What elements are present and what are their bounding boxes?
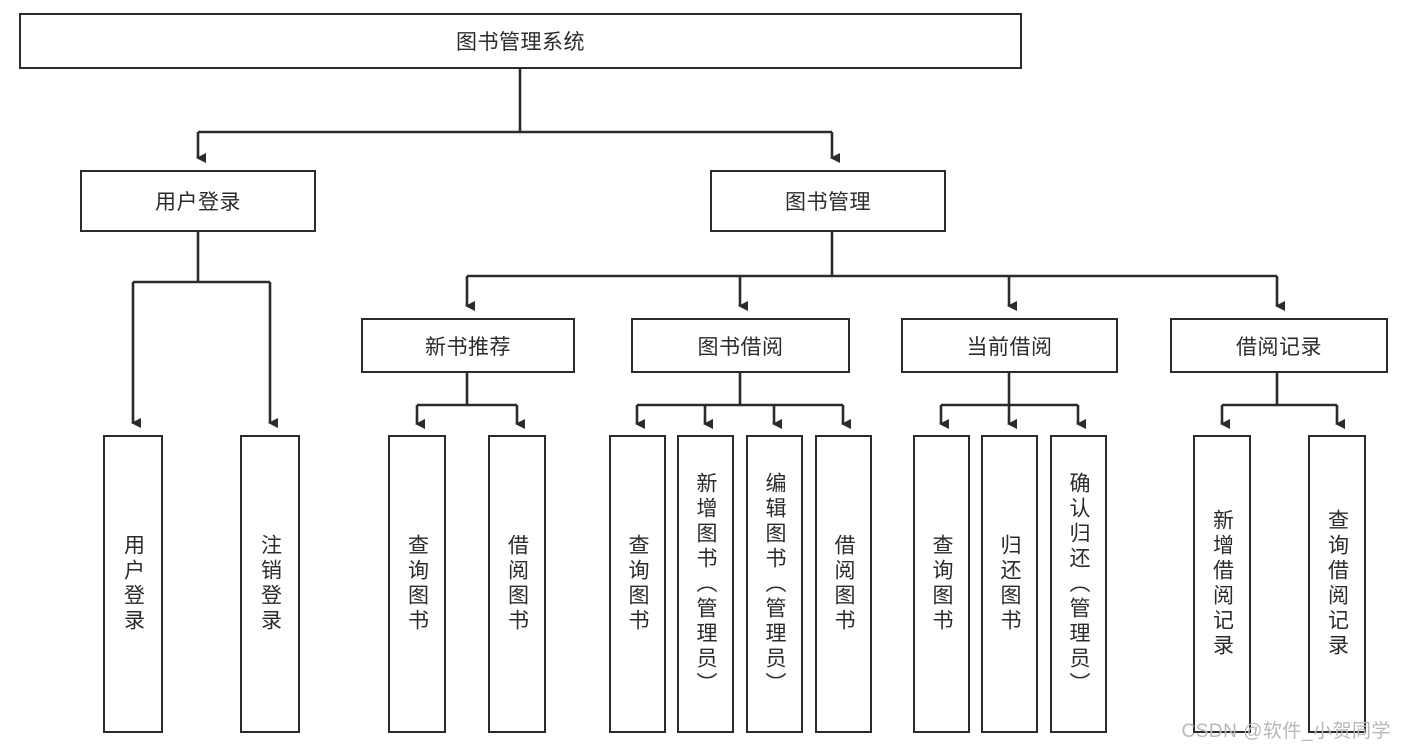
- node-label: 借阅记录: [1236, 335, 1322, 359]
- node-label: 当前借阅: [966, 335, 1053, 359]
- edge-group-borrow-record: [1220, 372, 1345, 429]
- node-borrow-record[interactable]: 借阅记录: [1170, 318, 1388, 373]
- node-label: 新增借阅记录: [1210, 509, 1234, 659]
- node-leaf-query-book-2[interactable]: 查询图书: [609, 435, 666, 733]
- node-label: 图书管理: [785, 191, 871, 214]
- node-root-book-management-system[interactable]: 图书管理系统: [19, 13, 1022, 69]
- node-label: 用户登录: [155, 191, 241, 214]
- node-leaf-logout[interactable]: 注销登录: [240, 435, 300, 733]
- node-label: 查询图书: [405, 534, 429, 634]
- node-label: 新增图书（管理员）: [694, 471, 717, 697]
- edge-group-book-management: [465, 232, 1285, 311]
- node-label: 图书借阅: [697, 335, 784, 359]
- node-leaf-query-book-3[interactable]: 查询图书: [913, 435, 970, 733]
- node-book-borrow[interactable]: 图书借阅: [631, 318, 850, 373]
- node-leaf-borrow-book-2[interactable]: 借阅图书: [815, 435, 872, 733]
- node-leaf-query-record[interactable]: 查询借阅记录: [1308, 435, 1366, 733]
- node-label: 借阅图书: [505, 534, 529, 634]
- node-leaf-return-book[interactable]: 归还图书: [981, 435, 1038, 733]
- node-leaf-add-book[interactable]: 新增图书（管理员）: [677, 435, 734, 733]
- node-label: 确认归还（管理员）: [1067, 471, 1090, 697]
- watermark-text: CSDN @软件_小贺同学: [1181, 721, 1391, 742]
- node-leaf-borrow-book-1[interactable]: 借阅图书: [488, 435, 546, 733]
- node-book-management[interactable]: 图书管理: [710, 170, 946, 232]
- node-new-book-recommend[interactable]: 新书推荐: [361, 318, 575, 373]
- node-label: 查询图书: [626, 534, 649, 634]
- node-leaf-add-record[interactable]: 新增借阅记录: [1193, 435, 1251, 733]
- node-label: 用户登录: [121, 534, 145, 634]
- edge-group-new-book-recommend: [415, 372, 525, 429]
- node-user-login[interactable]: 用户登录: [80, 170, 316, 232]
- node-leaf-query-book-1[interactable]: 查询图书: [388, 435, 446, 733]
- edge-group-user-login: [131, 232, 278, 428]
- node-label: 新书推荐: [425, 335, 511, 359]
- node-label: 注销登录: [258, 534, 282, 634]
- edge-group-book-borrow: [635, 372, 851, 429]
- node-leaf-edit-book[interactable]: 编辑图书（管理员）: [746, 435, 803, 733]
- node-label: 编辑图书（管理员）: [763, 471, 786, 697]
- node-label: 查询图书: [930, 534, 953, 634]
- node-label: 归还图书: [998, 534, 1021, 634]
- node-label: 查询借阅记录: [1325, 509, 1349, 659]
- node-leaf-confirm-return[interactable]: 确认归还（管理员）: [1050, 435, 1107, 733]
- node-leaf-user-login[interactable]: 用户登录: [103, 435, 163, 733]
- node-current-borrow[interactable]: 当前借阅: [901, 318, 1118, 373]
- edge-group-root: [196, 68, 840, 163]
- node-label: 借阅图书: [832, 534, 855, 634]
- node-label: 图书管理系统: [456, 31, 585, 54]
- edge-group-current-borrow: [939, 372, 1086, 429]
